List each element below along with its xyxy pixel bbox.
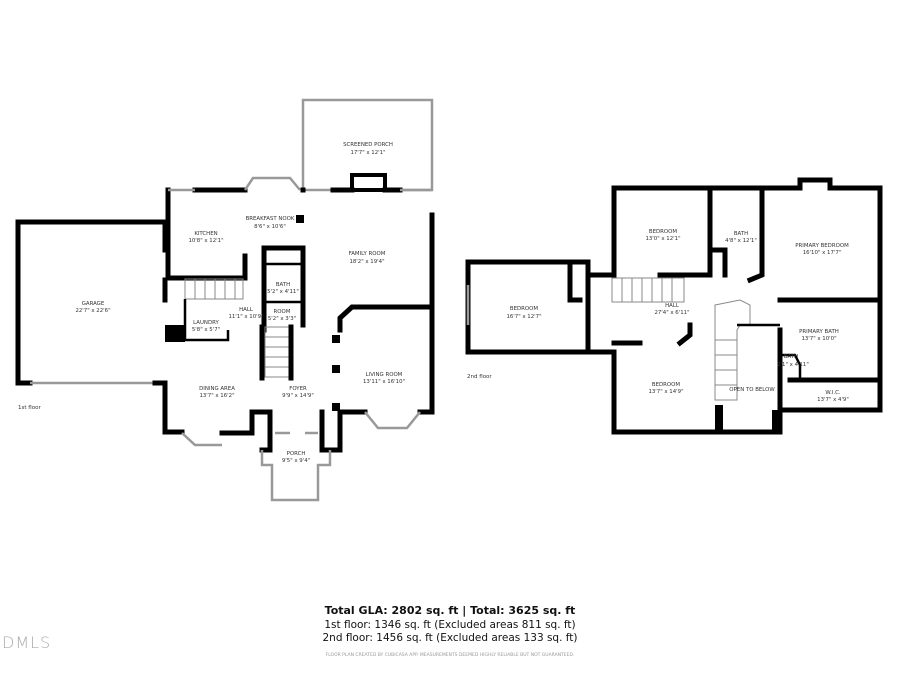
room-name: LAUNDRY (193, 320, 219, 326)
room-dims: 11'1" x 10'9" (228, 314, 263, 320)
watermark-logo: DMLS (2, 633, 52, 652)
room-name: OPEN TO BELOW (729, 387, 775, 393)
room-dims: 5'2" x 4'11" (267, 289, 299, 295)
room-name: BATH (734, 231, 748, 237)
floor-label: 1st floor (18, 405, 41, 411)
room-dims: 16'7" x 12'7" (506, 314, 541, 320)
room-dims: 27'4" x 6'11" (654, 310, 689, 316)
room-dims: 13'7" x 10'0" (801, 336, 836, 342)
room-dims: 22'7" x 22'6" (75, 308, 110, 314)
floor-label: 2nd floor (467, 374, 492, 380)
room-name: HALL (665, 303, 679, 309)
room-name: LIVING ROOM (366, 372, 403, 378)
room-name: DINING AREA (199, 386, 235, 392)
room-name: W.I.C. (825, 390, 840, 396)
room-dims: 13'7" x 4'9" (817, 397, 849, 403)
room-dims: 13'11" x 16'10" (363, 379, 405, 385)
room-dims: 18'2" x 19'4" (349, 259, 384, 265)
room-name: BEDROOM (649, 229, 677, 235)
room-name: HALL (239, 307, 253, 313)
room-name: FAMILY ROOM (349, 251, 386, 257)
room-dims: 10'8" x 12'1" (188, 238, 223, 244)
second-floor-labels: BEDROOM 13'0" x 12'1" BATH 4'8" x 12'1" … (467, 229, 849, 403)
room-name: BEDROOM (510, 306, 538, 312)
room-name: PRIMARY BEDROOM (795, 243, 849, 249)
room-name: BATH (276, 282, 290, 288)
room-name: BATH (784, 354, 798, 360)
room-dims: 4'8" x 12'1" (725, 238, 757, 244)
room-name: FOYER (289, 386, 307, 392)
room-name: PORCH (287, 451, 306, 457)
room-dims: 13'7" x 14'9" (648, 389, 683, 395)
disclaimer: FLOOR PLAN CREATED BY CUBICASA APP. MEAS… (325, 653, 575, 658)
room-name: GARAGE (82, 301, 105, 307)
room-dims: 13'7" x 16'2" (199, 393, 234, 399)
room-dims: 9'9" x 14'9" (282, 393, 314, 399)
room-dims: 8'6" x 10'6" (254, 224, 286, 230)
room-name: SCREENED PORCH (343, 142, 393, 148)
room-dims: 17'7" x 12'1" (350, 150, 385, 156)
room-dims: 5'8" x 5'7" (192, 327, 220, 333)
room-dims: 16'10" x 17'7" (803, 250, 842, 256)
room-name: PRIMARY BATH (799, 329, 839, 335)
second-floor-area: 2nd floor: 1456 sq. ft (Excluded areas 1… (322, 632, 578, 644)
first-floor-walls (15, 98, 435, 502)
room-dims: 13'0" x 12'1" (645, 236, 680, 242)
room-name: BEDROOM (652, 382, 680, 388)
room-dims: 9'5" x 9'4" (282, 458, 310, 464)
second-floor-walls (465, 177, 883, 435)
first-floor-area: 1st floor: 1346 sq. ft (Excluded areas 8… (324, 619, 576, 631)
room-dims: 5'2" x 3'3" (268, 316, 296, 322)
room-name: BREAKFAST NOOK (246, 216, 295, 222)
room-name: ROOM (274, 309, 291, 315)
room-name: KITCHEN (194, 231, 217, 237)
first-floor-labels: SCREENED PORCH 17'7" x 12'1" KITCHEN 10'… (18, 142, 405, 464)
total-area: Total GLA: 2802 sq. ft | Total: 3625 sq.… (324, 604, 576, 617)
room-dims: 2'1" x 4'11" (777, 362, 809, 368)
